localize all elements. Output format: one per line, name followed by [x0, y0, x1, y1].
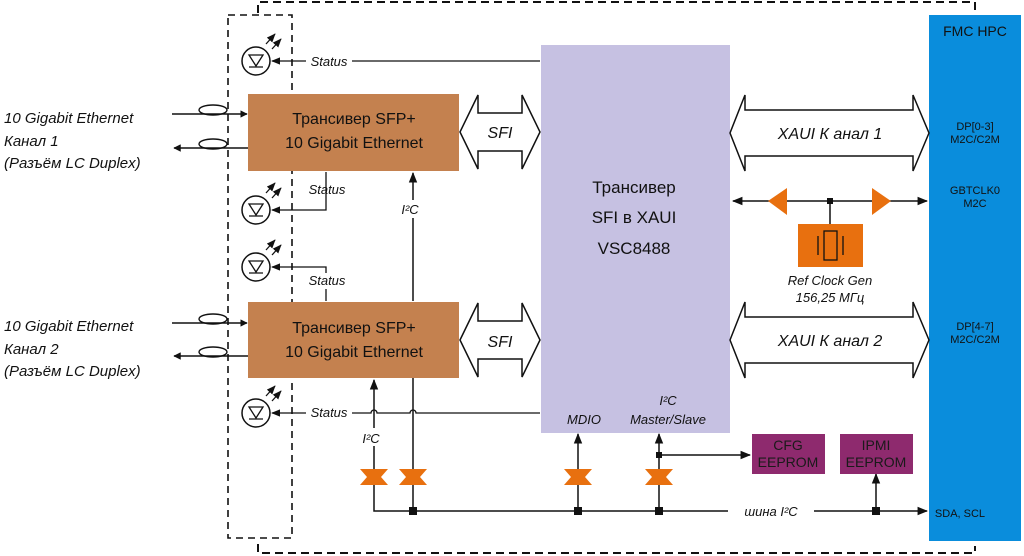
xaui1-label: XAUI К анал 1	[777, 126, 882, 143]
channel2-label-line2: Канал 2	[4, 341, 59, 358]
status-line-2	[271, 172, 327, 214]
sfi1-label: SFI	[488, 125, 513, 142]
xaui-link-1	[729, 94, 930, 172]
fmc-hpc-connector	[929, 15, 1021, 541]
status-label-1: Status	[311, 54, 348, 69]
fiber-icon	[198, 104, 228, 116]
status-label-2: Status	[309, 182, 346, 197]
phy-i2c-mode-label: Master/Slave	[630, 412, 706, 427]
board-outline	[257, 1, 976, 554]
channel2-label-line1: 10 Gigabit Ethernet	[4, 318, 134, 335]
led-indicator-icon	[241, 385, 282, 428]
i2c-buffer-icon	[399, 469, 427, 485]
bus-junction	[574, 507, 582, 515]
channel1-label-line3: (Разъём LC Duplex)	[4, 155, 141, 172]
clock-buffer-right	[872, 188, 891, 215]
front-panel-outline	[227, 14, 293, 539]
cfg-eeprom-line1: CFG	[773, 437, 803, 453]
status-label-3: Status	[309, 273, 346, 288]
ref-clock-label: Ref Clock Gen	[788, 273, 873, 288]
fiber-icon	[198, 313, 228, 325]
phy-i2c-label: I²C	[659, 393, 677, 408]
xaui2-label: XAUI К анал 2	[777, 333, 883, 350]
phy-vsc8488-block	[541, 45, 730, 433]
led-indicator-icon	[241, 33, 282, 76]
i2c-bus-line	[373, 484, 929, 516]
ref-clock-freq: 156,25 МГц	[796, 290, 865, 305]
phy-mdio-label: MDIO	[567, 412, 601, 427]
bus-junction	[409, 507, 417, 515]
phy-title-line2: SFI в XAUI	[592, 208, 677, 227]
ipmi-eeprom-line1: IPMI	[862, 437, 891, 453]
i2c-bus-label: шина I²C	[744, 504, 798, 519]
fiber-icon	[198, 346, 228, 358]
i2c-sfp1-label: I²C	[401, 202, 419, 217]
phy-title-line3: VSC8488	[598, 239, 671, 258]
sfp-transceiver-1	[248, 94, 459, 171]
fmc-dp47-sub: M2C/C2M	[950, 334, 1000, 346]
fmc-dp47-label: DP[4-7]	[956, 321, 993, 333]
ipmi-eeprom-block	[840, 434, 913, 474]
fmc-dp03-sub: M2C/C2M	[950, 134, 1000, 146]
i2c-buffer-icon	[645, 469, 673, 485]
phy-title-line1: Трансивер	[592, 178, 675, 197]
fiber-icon	[198, 138, 228, 150]
cfg-eeprom-block	[752, 434, 825, 474]
channel2-label-line3: (Разъём LC Duplex)	[4, 363, 141, 380]
led-indicator-icon	[241, 239, 282, 282]
sfp2-subtitle: 10 Gigabit Ethernet	[285, 344, 423, 361]
channel1-label-line1: 10 Gigabit Ethernet	[4, 110, 134, 127]
channel1-label-line2: Канал 1	[4, 133, 59, 150]
xaui-link-2	[729, 301, 930, 379]
bus-junction	[872, 507, 880, 515]
sfp1-title: Трансивер SFP+	[292, 111, 415, 128]
status-label-4: Status	[311, 405, 348, 420]
led-indicator-icon	[241, 182, 282, 225]
sfp1-subtitle: 10 Gigabit Ethernet	[285, 135, 423, 152]
sfi-link-1	[459, 94, 541, 170]
sfi2-label: SFI	[488, 334, 513, 351]
sfi-link-2	[459, 302, 541, 378]
fmc-sda-scl-label: SDA, SCL	[935, 508, 985, 520]
fmc-dp03-label: DP[0-3]	[956, 121, 993, 133]
status-line-3	[271, 263, 327, 301]
ipmi-eeprom-line2: EEPROM	[846, 454, 907, 470]
fmc-gbtclk-label: GBTCLK0	[950, 185, 1000, 197]
fmc-gbtclk-sub: M2C	[963, 198, 986, 210]
fmc-title: FMC HPC	[943, 23, 1007, 39]
crystal-icon	[817, 230, 844, 261]
bus-junction	[655, 507, 663, 515]
status-line-4	[271, 409, 540, 417]
i2c-buffer-icon	[564, 469, 592, 485]
sfp-transceiver-2	[248, 302, 459, 378]
i2c-buffer-icon	[360, 469, 388, 485]
clock-buffer-left	[768, 188, 787, 215]
i2c-bus-left-label: I²C	[362, 431, 380, 446]
cfg-eeprom-line2: EEPROM	[758, 454, 819, 470]
sfp2-title: Трансивер SFP+	[292, 320, 415, 337]
